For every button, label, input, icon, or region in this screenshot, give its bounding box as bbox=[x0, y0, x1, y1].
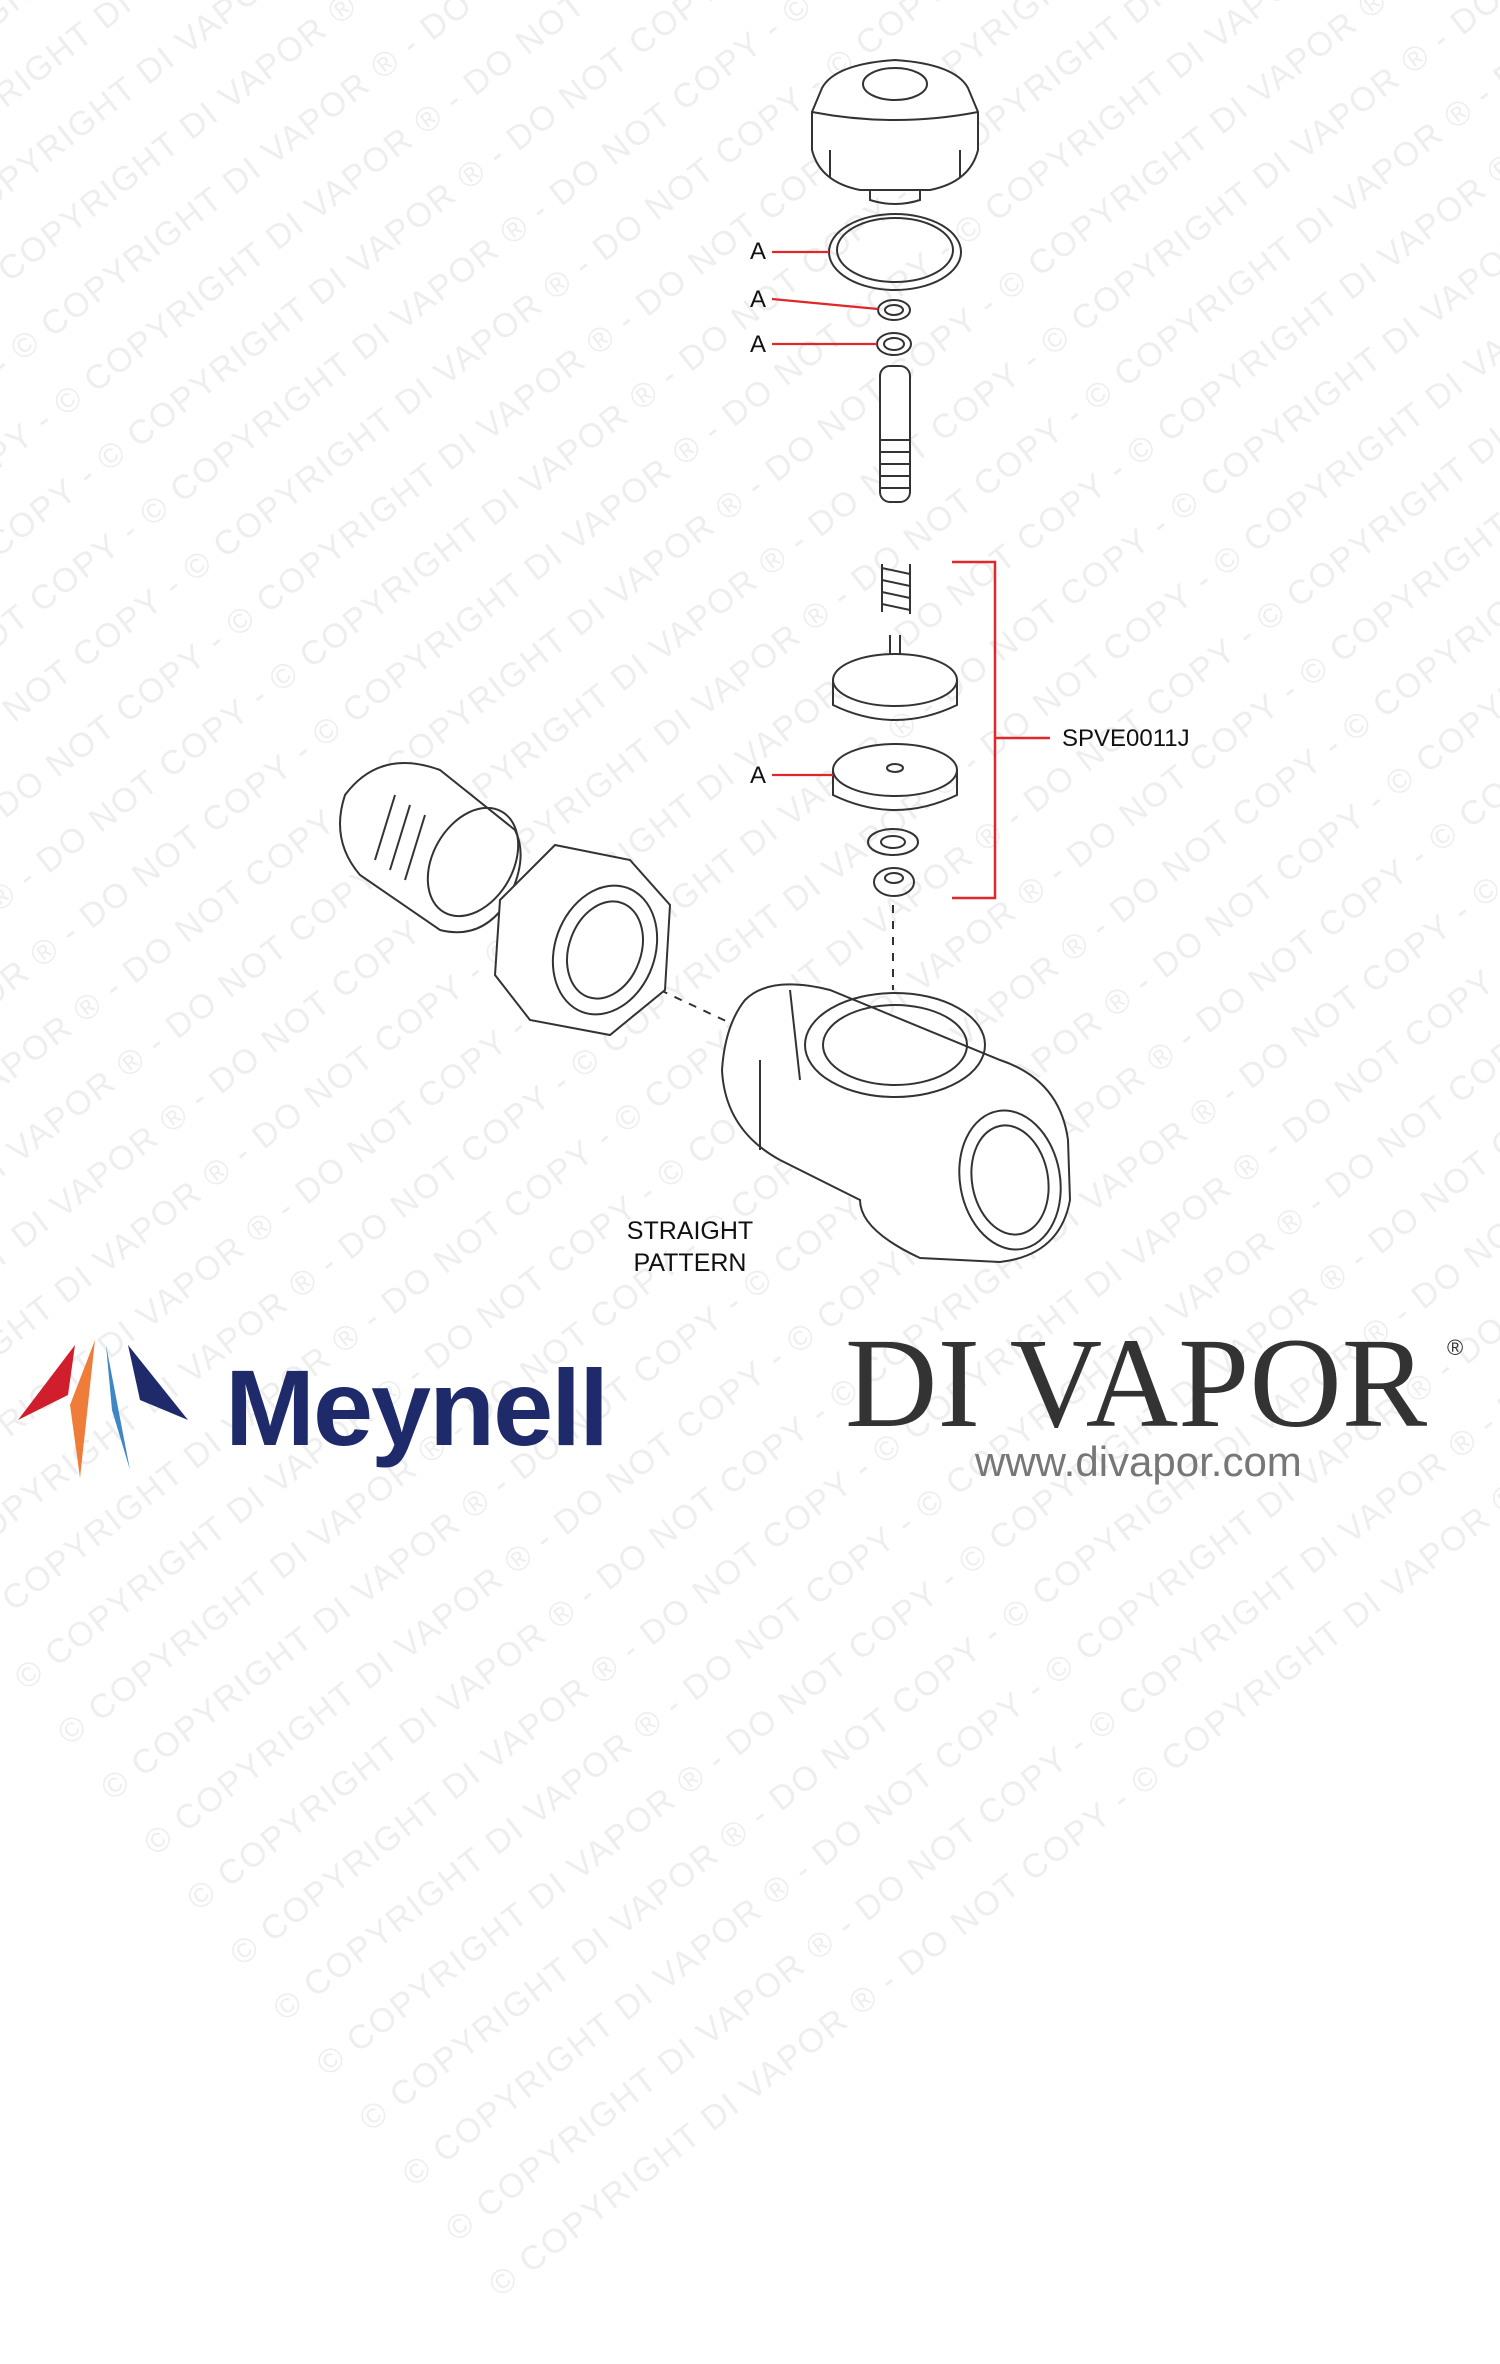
divapor-logo-text: DI VAPOR bbox=[845, 1312, 1428, 1454]
seat-washer bbox=[832, 743, 958, 811]
small-o-ring-lower bbox=[876, 332, 912, 356]
nut bbox=[873, 867, 915, 897]
spindle bbox=[879, 365, 911, 503]
kit-part-code: SPVE0011J bbox=[1062, 725, 1190, 752]
registered-mark: ® bbox=[1447, 1335, 1464, 1360]
callout-a-small-o-ring-upper: A bbox=[750, 286, 767, 313]
divapor-url: www.divapor.com bbox=[975, 1438, 1302, 1485]
meynell-arrows-icon bbox=[18, 1340, 188, 1478]
valve-body bbox=[720, 983, 1072, 1264]
small-o-ring-upper bbox=[877, 299, 911, 321]
exploded-valve-diagram bbox=[18, 58, 1072, 1478]
callout-a-small-o-ring-lower: A bbox=[750, 331, 767, 358]
union-nut bbox=[493, 843, 672, 1037]
body-pattern-label: STRAIGHT PATTERN bbox=[590, 1215, 790, 1279]
large-o-ring bbox=[828, 213, 962, 291]
diaphragm-plate bbox=[832, 635, 958, 721]
callout-a-large-o-ring: A bbox=[750, 238, 767, 265]
meynell-logo-text: Meynell bbox=[225, 1347, 609, 1468]
body-pattern-line2: PATTERN bbox=[633, 1249, 747, 1277]
small-washer bbox=[867, 828, 919, 856]
kit-bracket bbox=[952, 560, 1050, 900]
leader-line bbox=[771, 297, 879, 311]
body-pattern-line1: STRAIGHT bbox=[626, 1217, 754, 1245]
callout-a-seat-washer: A bbox=[750, 762, 767, 789]
spring bbox=[881, 564, 911, 614]
bonnet-cap bbox=[811, 58, 979, 205]
